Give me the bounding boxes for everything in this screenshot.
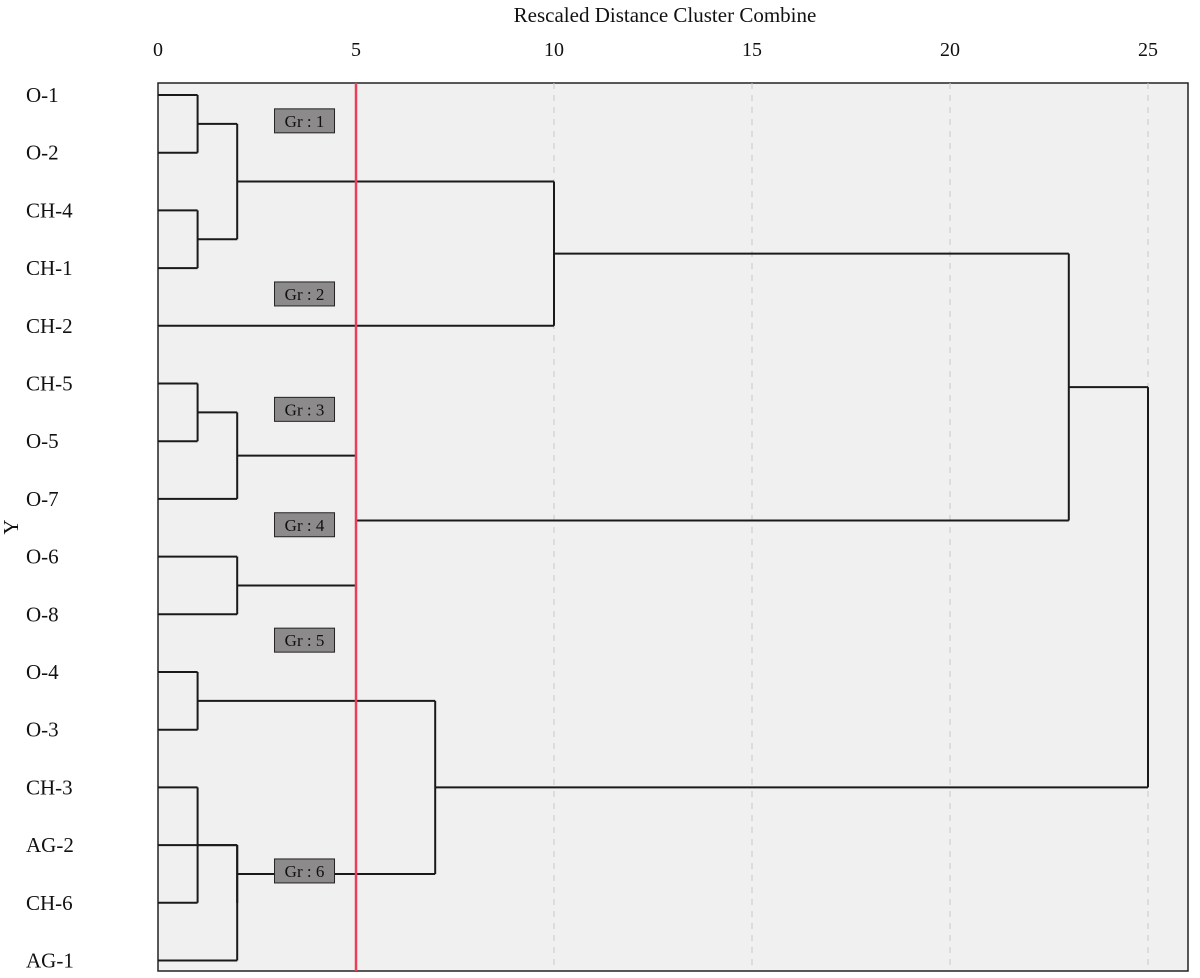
- group-label-text: Gr : 5: [285, 631, 325, 650]
- leaf-label: O-5: [26, 429, 59, 453]
- group-label-box: [274, 627, 336, 653]
- leaf-label: O-6: [26, 545, 59, 569]
- leaf-label: O-4: [26, 660, 59, 684]
- leaf-label: O-1: [26, 83, 59, 107]
- group-label-text: Gr : 4: [285, 516, 325, 535]
- group-label: Gr : 4: [274, 512, 336, 538]
- x-tick-label: 10: [544, 39, 564, 61]
- group-label: Gr : 3: [274, 396, 336, 422]
- leaf-label: CH-3: [26, 775, 73, 799]
- dendrogram-links: [158, 94, 1149, 962]
- x-tick-label: 25: [1138, 39, 1158, 61]
- leaf-label: AG-2: [26, 833, 74, 857]
- x-tick-label: 0: [153, 39, 163, 61]
- leaf-label: O-7: [26, 487, 59, 511]
- group-label-box: [274, 512, 336, 538]
- x-tick-labels: 0 5 10 15 20 25: [153, 39, 1158, 61]
- leaf-label: AG-1: [26, 949, 74, 973]
- group-label-box: [274, 858, 336, 884]
- group-label: Gr : 2: [274, 281, 336, 307]
- leaf-labels: O-1O-2CH-4CH-1CH-2CH-5O-5O-7O-6O-8O-4O-3…: [26, 83, 74, 973]
- group-label-text: Gr : 6: [285, 862, 325, 881]
- group-label-box: [274, 396, 336, 422]
- leaf-label: O-2: [26, 141, 59, 165]
- group-label: Gr : 5: [274, 627, 336, 653]
- x-tick-label: 5: [351, 39, 361, 61]
- group-label-box: [274, 281, 336, 307]
- leaf-label: O-3: [26, 718, 59, 742]
- group-label: Gr : 6: [274, 858, 336, 884]
- x-tick-label: 20: [940, 39, 960, 61]
- y-axis-label: Y: [0, 519, 23, 534]
- leaf-label: CH-1: [26, 256, 73, 280]
- group-label-text: Gr : 2: [285, 285, 325, 304]
- group-label-text: Gr : 3: [285, 400, 325, 419]
- leaf-label: CH-2: [26, 314, 73, 338]
- leaf-label: CH-4: [26, 198, 73, 222]
- leaf-label: CH-6: [26, 891, 73, 915]
- x-tick-label: 15: [742, 39, 762, 61]
- chart-title: Rescaled Distance Cluster Combine: [514, 3, 817, 27]
- group-label: Gr : 1: [274, 108, 336, 134]
- group-label-box: [274, 108, 336, 134]
- leaf-label: O-8: [26, 602, 59, 626]
- leaf-label: CH-5: [26, 372, 73, 396]
- group-label-layer: Gr : 1 Gr : 2 Gr : 3 Gr : 4 Gr : 5 Gr : 6: [274, 108, 336, 884]
- group-label-text: Gr : 1: [285, 112, 325, 131]
